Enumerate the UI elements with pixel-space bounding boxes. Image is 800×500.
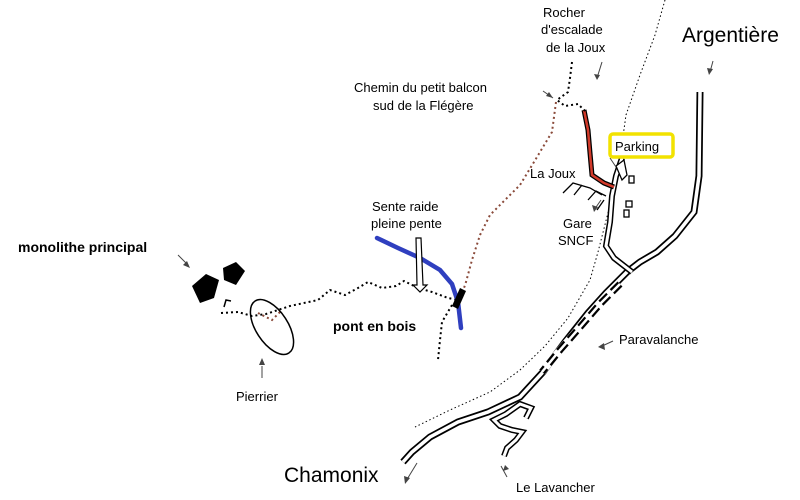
label-gare-line2: SNCF (558, 233, 593, 248)
label-paravalanche: Paravalanche (619, 332, 699, 347)
label-le-lavancher: Le Lavancher (516, 480, 595, 495)
label-pierrier: Pierrier (236, 389, 279, 404)
approach-route-red-fill (582, 109, 615, 189)
label-rocher-line3: de la Joux (546, 40, 606, 55)
monolith-marker (223, 299, 232, 308)
station-buildings (615, 158, 635, 218)
trail-brown (459, 101, 557, 301)
pierrier-area (249, 298, 295, 356)
label-gare-line1: Gare (563, 216, 592, 231)
monolith-rocks-icon (192, 262, 245, 303)
label-parking: Parking (615, 139, 659, 154)
main-road (400, 91, 704, 465)
trail-brown-pierrier (257, 309, 283, 322)
trail-descent (437, 304, 453, 361)
label-rocher-line2: d'escalade (541, 22, 603, 37)
label-chemin-line2: sud de la Flégère (373, 98, 473, 113)
lavancher-road (488, 400, 536, 458)
label-rocher-line1: Rocher (543, 5, 586, 20)
label-argentiere: Argentière (682, 24, 779, 47)
pont-en-bois-icon (452, 288, 466, 309)
label-monolithe: monolithe principal (18, 239, 147, 255)
la-joux-lanes (562, 182, 607, 211)
label-sente-line1: Sente raide (372, 199, 439, 214)
branch-road (602, 157, 634, 275)
petit-balcon-trail (555, 61, 587, 113)
railway-line (414, 0, 666, 428)
label-chamonix: Chamonix (284, 464, 379, 487)
label-la-joux: La Joux (530, 166, 576, 181)
arrowheads (183, 68, 713, 484)
label-pont-en-bois: pont en bois (333, 318, 416, 334)
parking-highlight (608, 132, 675, 159)
label-sente-line2: pleine pente (371, 216, 442, 231)
label-chemin-line1: Chemin du petit balcon (354, 80, 487, 95)
sente-arrow (411, 237, 429, 293)
